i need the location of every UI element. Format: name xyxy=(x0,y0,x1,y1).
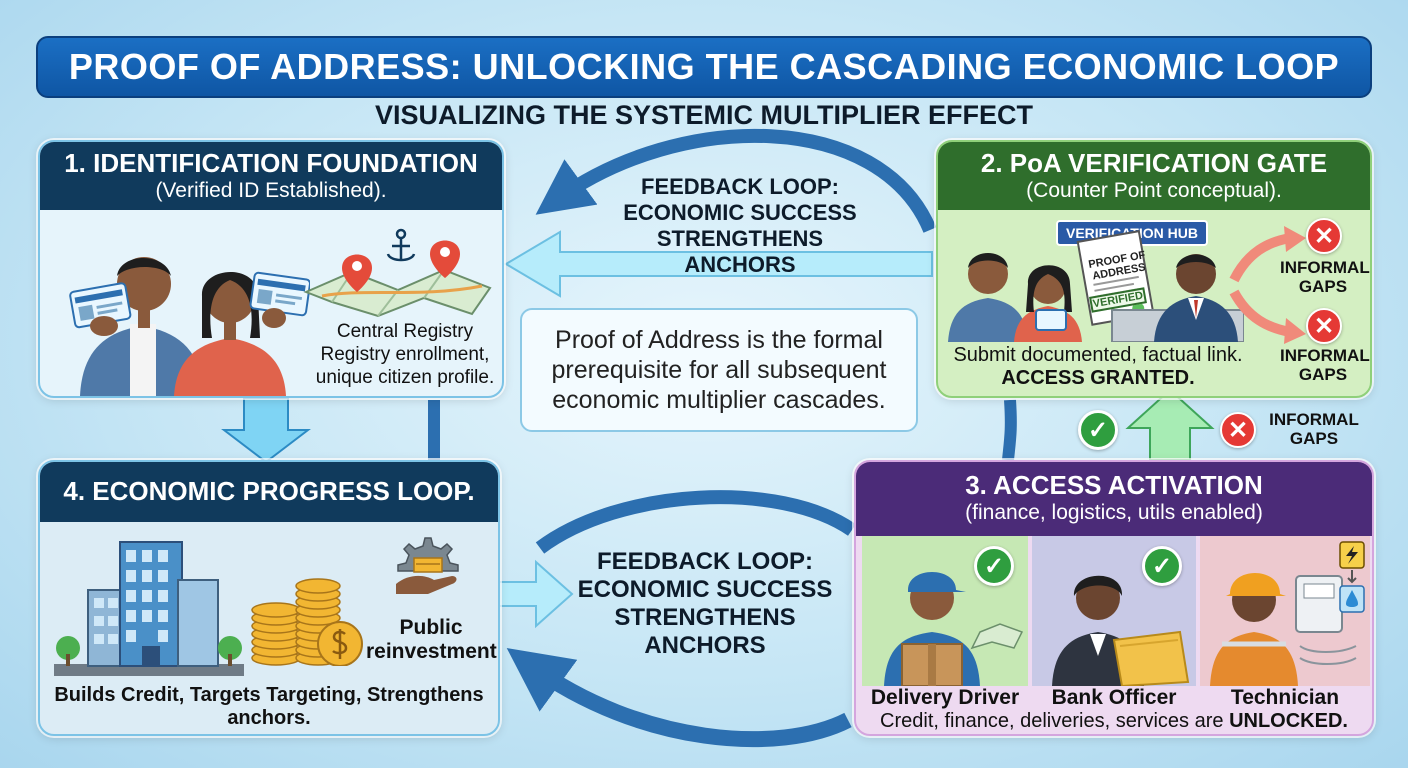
panel-economic-progress-loop: 4. ECONOMIC PROGRESS LOOP. xyxy=(38,460,500,736)
check-icon: ✓ xyxy=(1078,410,1118,450)
informal-gaps-label: INFORMAL GAPS xyxy=(1269,410,1359,448)
access-caption: Credit, finance, deliveries, services ar… xyxy=(856,710,1372,733)
panel-header: 2. PoA VERIFICATION GATE (Counter Point … xyxy=(938,142,1370,210)
verification-caption: Submit documented, factual link. ACCESS … xyxy=(948,344,1248,390)
role-label: Delivery Driver xyxy=(870,686,1020,709)
access-caption-text: Credit, finance, deliveries, services ar… xyxy=(880,710,1224,732)
panel-identification-foundation: 1. IDENTIFICATION FOUNDATION (Verified I… xyxy=(38,140,504,398)
panel-poa-verification-gate: 2. PoA VERIFICATION GATE (Counter Point … xyxy=(936,140,1372,398)
center-prerequisite-note: Proof of Address is the formal prerequis… xyxy=(520,308,918,432)
panel-title: 3. ACCESS ACTIVATION xyxy=(965,470,1263,500)
delivery-driver-illustration xyxy=(884,572,1024,687)
block-arrow-down xyxy=(221,397,311,464)
feedback-arc-bottom-upper xyxy=(535,490,856,554)
panel-header: 4. ECONOMIC PROGRESS LOOP. xyxy=(40,462,498,522)
check-icon: ✓ xyxy=(974,546,1014,586)
panel-subtitle: (finance, logistics, utils enabled) xyxy=(965,501,1263,524)
panel-header: 1. IDENTIFICATION FOUNDATION (Verified I… xyxy=(40,142,502,210)
loop-connector-right xyxy=(1002,399,1017,461)
page-title: PROOF OF ADDRESS: UNLOCKING THE CASCADIN… xyxy=(36,36,1372,98)
panel-title: 1. IDENTIFICATION FOUNDATION xyxy=(64,148,478,178)
page-subtitle: VISUALIZING THE SYSTEMIC MULTIPLIER EFFE… xyxy=(374,100,1033,130)
gap-x-icon: ✕ xyxy=(1306,308,1342,344)
panel-title: 4. ECONOMIC PROGRESS LOOP. xyxy=(63,476,475,506)
feedback-loop-label-bottom: FEEDBACK LOOP: ECONOMIC SUCCESS STRENGTH… xyxy=(577,548,833,659)
gap-x-icon: ✕ xyxy=(1306,218,1342,254)
office-building-icon xyxy=(54,541,244,676)
role-technician xyxy=(1200,536,1370,686)
panel-access-activation: 3. ACCESS ACTIVATION (finance, logistics… xyxy=(854,460,1374,736)
progress-caption: Builds Credit, Targets Targeting, Streng… xyxy=(40,684,498,730)
check-icon: ✓ xyxy=(1142,546,1182,586)
feedback-loop-label-top: FEEDBACK LOOP: ECONOMIC SUCCESS STRENGTH… xyxy=(623,174,857,277)
gap-x-icon: ✕ xyxy=(1220,412,1256,448)
identification-caption: Central Registry Registry enrollment, un… xyxy=(315,321,495,388)
feedback-arc-bottom-lower xyxy=(506,648,852,748)
citizens-with-id-cards-illustration xyxy=(69,257,310,396)
role-label: Bank Officer xyxy=(1051,686,1177,709)
reinvestment-gear-hand-icon xyxy=(396,537,459,594)
role-label: Technician xyxy=(1230,686,1340,709)
verification-caption-text: Submit documented, factual link. xyxy=(953,344,1243,366)
feedback-arc-top xyxy=(535,128,937,233)
technician-illustration xyxy=(1210,541,1365,686)
informal-gaps-label: INFORMAL GAPS xyxy=(1280,346,1370,384)
panel-subtitle: (Counter Point conceptual). xyxy=(1026,179,1282,202)
panel-title: 2. PoA VERIFICATION GATE xyxy=(980,148,1328,178)
panel-header: 3. ACCESS ACTIVATION (finance, logistics… xyxy=(856,462,1372,536)
block-arrow-to-identification xyxy=(504,230,933,298)
panel-subtitle: (Verified ID Established). xyxy=(155,179,387,202)
map-location-pins-icon xyxy=(303,228,492,318)
gold-coins-icon xyxy=(251,578,363,666)
access-granted-text: ACCESS GRANTED. xyxy=(1001,367,1195,389)
block-arrow-up xyxy=(1125,388,1215,461)
informal-gaps-label: INFORMAL GAPS xyxy=(1280,258,1370,296)
unlocked-text: UNLOCKED. xyxy=(1229,710,1348,732)
public-reinvestment-label: Public reinvestment xyxy=(366,616,497,663)
progress-caption-text: Builds Credit, Targets Targeting, Streng… xyxy=(54,684,484,729)
rejection-arrows xyxy=(1229,226,1306,344)
bank-officer-illustration xyxy=(1052,575,1190,688)
